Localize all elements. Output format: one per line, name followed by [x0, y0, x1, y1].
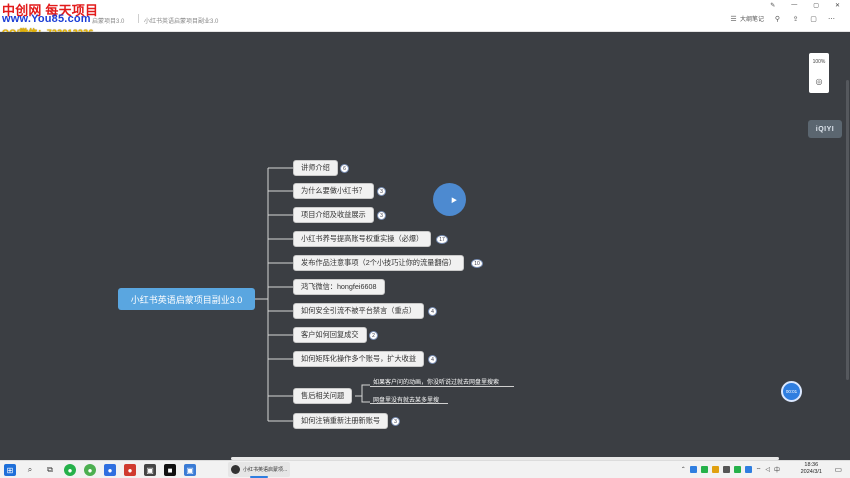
task-view-icon[interactable]: ⧉	[47, 465, 53, 474]
branch-count-badge[interactable]: 3	[377, 187, 386, 196]
branch-node[interactable]: 鸿飞微信：hongfei6608	[293, 279, 385, 295]
recording-timer-button[interactable]: 00:01	[781, 381, 802, 402]
clock-time: 18:36	[804, 462, 819, 468]
tray-icon[interactable]	[744, 466, 752, 473]
branch-node[interactable]: 项目介绍及收益展示	[293, 207, 374, 223]
branch-node[interactable]: 如何注销重新注册新账号	[293, 413, 389, 429]
chevron-up-icon[interactable]: ⌃	[680, 467, 686, 473]
child-node[interactable]: 网盘里没有就去某多里搜	[373, 398, 440, 404]
tray-icon[interactable]	[711, 466, 719, 473]
toolbar-right: ☰ 大纲笔记 ⚲ ⇪ ▢ ⋯	[729, 14, 836, 24]
branch-count-badge[interactable]: 3	[391, 417, 400, 426]
branch-node[interactable]: 发布作品注意事项（2个小技巧让你的流量翻倍）	[293, 255, 464, 271]
active-window-label: 小红书英语启蒙项...	[243, 467, 288, 473]
language-icon[interactable]: 中	[773, 468, 780, 474]
mindmap-root-node[interactable]: 小红书英语启蒙项目副业3.0	[118, 288, 255, 310]
tray-icon[interactable]	[722, 466, 730, 473]
document-title: 小红书英语启蒙项目副业3.0	[144, 19, 219, 25]
clock-date: 2024/3/1	[800, 469, 822, 475]
branch-count-badge[interactable]: 3	[377, 211, 386, 220]
tray-icon[interactable]	[700, 466, 708, 473]
branch-node[interactable]: 小红书养号提高账号权重实操（必爆）	[293, 231, 432, 247]
structure-icon[interactable]: ⚲	[774, 15, 781, 23]
tray-icon[interactable]	[689, 466, 697, 473]
app-icon[interactable]: ●	[124, 464, 136, 476]
child-underline	[370, 403, 448, 404]
system-tray: ⌃ ⌔ ◁ 中	[681, 465, 780, 474]
taskbar: ⊞ ⌕ ⧉ ● ● ● ● ▣ ■ ▣ 小红书英语启蒙项... ⌃ ⌔ ◁ 中 …	[0, 460, 850, 478]
branch-node[interactable]: 客户如何回复成交	[293, 327, 367, 343]
branch-node[interactable]: 如何安全引流不被平台禁言（重点）	[293, 303, 425, 319]
locate-icon[interactable]: ◎	[815, 77, 823, 86]
list-icon: ☰	[730, 15, 737, 23]
branch-count-badge[interactable]: 2	[369, 331, 378, 340]
title-bar: 启蒙项目3.0 小红书英语启蒙项目副业3.0 ☰ 大纲笔记 ⚲ ⇪ ▢ ⋯ ✎ …	[0, 0, 850, 32]
breadcrumb[interactable]: 启蒙项目3.0	[92, 19, 125, 25]
minimize-icon[interactable]: —	[791, 2, 798, 8]
app-icon[interactable]: ●	[104, 464, 116, 476]
branch-count-badge[interactable]: 17	[436, 235, 448, 244]
active-indicator	[250, 476, 268, 478]
child-node[interactable]: 如果客户问的动画，你没听说过就去网盘里搜索	[373, 380, 500, 386]
taskbar-active-window[interactable]: 小红书英语启蒙项...	[228, 462, 290, 477]
branch-node[interactable]: 讲师介绍	[293, 160, 338, 176]
wechat-icon[interactable]: ●	[64, 464, 76, 476]
taskbar-icons: ⊞ ⌕ ⧉ ● ● ● ● ▣ ■ ▣	[4, 464, 196, 476]
outline-notes-button[interactable]: ☰ 大纲笔记	[729, 14, 764, 24]
vertical-scrollbar[interactable]	[846, 80, 849, 380]
outline-notes-label: 大纲笔记	[739, 17, 764, 23]
watermark-line-1: 中创网 每天项目	[2, 3, 99, 18]
app-icon	[231, 465, 240, 474]
search-icon[interactable]: ⌕	[27, 465, 33, 474]
window-controls: ✎ — ▢ ✕	[770, 2, 840, 9]
windows-start-icon[interactable]: ⊞	[4, 464, 16, 476]
watermark-line-2: www.You85.com	[2, 13, 91, 25]
more-icon[interactable]: ⋯	[828, 15, 835, 23]
branch-count-badge[interactable]: 10	[471, 259, 483, 268]
branch-node[interactable]: 为什么要做小红书？	[293, 183, 374, 199]
branch-count-badge[interactable]: 6	[340, 164, 349, 173]
maximize-icon[interactable]: ▢	[813, 3, 819, 9]
app-icon[interactable]: ▣	[184, 464, 196, 476]
photos-icon[interactable]: ▣	[144, 464, 156, 476]
network-icon[interactable]: ⌔	[755, 467, 762, 474]
branch-count-badge[interactable]: 4	[428, 355, 437, 364]
zoom-level[interactable]: 100%	[812, 59, 826, 65]
clock[interactable]: 18:36 2024/3/1	[801, 462, 822, 476]
horizontal-scrollbar[interactable]	[231, 457, 779, 460]
export-icon[interactable]: ▢	[810, 15, 817, 23]
share-icon[interactable]: ⇪	[792, 15, 799, 23]
title-separator	[138, 14, 139, 23]
iqiyi-logo[interactable]: iQIYI	[808, 120, 842, 138]
zoom-panel: 100% ◎	[809, 53, 829, 93]
child-underline	[370, 386, 514, 387]
branch-node[interactable]: 售后相关问题	[293, 388, 353, 404]
pin-icon[interactable]: ✎	[770, 3, 776, 9]
close-icon[interactable]: ✕	[834, 3, 840, 9]
tray-icon[interactable]	[733, 466, 741, 473]
branch-count-badge[interactable]: 4	[428, 307, 437, 316]
browser-icon[interactable]: ●	[84, 464, 96, 476]
cursor-highlight	[433, 183, 466, 216]
branch-node[interactable]: 如何矩阵化操作多个账号，扩大收益	[293, 351, 425, 367]
volume-icon[interactable]: ◁	[765, 467, 770, 473]
terminal-icon[interactable]: ■	[164, 464, 176, 476]
notification-icon[interactable]: ▭	[834, 465, 842, 474]
